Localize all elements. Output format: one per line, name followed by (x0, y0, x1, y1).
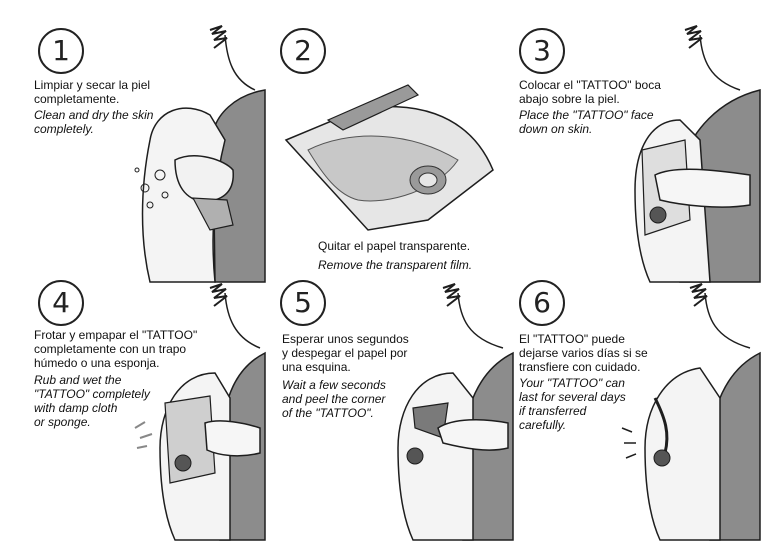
step-number: 4 (38, 280, 84, 326)
step-5-panel: 5 Esperar unos segundos y despegar el pa… (268, 278, 514, 541)
step-number: 5 (280, 280, 326, 326)
place-tattoo-illustration (634, 25, 761, 283)
step-text-es: Quitar el papel transparente. (318, 239, 471, 253)
step-1-panel: 1 Limpiar y secar la piel completamente.… (20, 20, 266, 283)
step-text-en: Wait a few seconds and peel the corner o… (282, 378, 386, 420)
step-text-es: El "TATTOO" puede dejarse varios días si… (519, 332, 648, 374)
step-text-en: Remove the transparent film. (318, 258, 473, 272)
step-text-es: Colocar el "TATTOO" boca abajo sobre la … (519, 78, 661, 106)
remove-film-illustration (284, 84, 494, 231)
step-text-en: Rub and wet the "TATTOO" completely with… (34, 373, 150, 429)
step-text-es: Frotar y empapar el "TATTOO" completamen… (34, 328, 198, 370)
step-3-panel: 3 Colocar el "TATTOO" boca abajo sobre l… (515, 20, 761, 283)
step-number: 2 (280, 28, 326, 74)
step-text-en: Your "TATTOO" can last for several days … (519, 376, 626, 432)
step-text-es: Esperar unos segundos y despegar el pape… (282, 332, 409, 374)
step-2-panel: 2 Quitar el papel transparente. Remove t… (268, 20, 513, 282)
wet-tattoo-illustration (134, 283, 266, 541)
step-number: 6 (519, 280, 565, 326)
step-text-en: Place the "TATTOO" face down on skin. (519, 108, 654, 136)
step-text-en: Clean and dry the skin completely. (34, 108, 154, 136)
peel-corner-illustration (397, 283, 514, 541)
finished-tattoo-illustration (621, 283, 761, 541)
step-6-panel: 6 El "TATTOO" puede dejarse varios días … (515, 278, 761, 541)
clean-skin-illustration (134, 25, 266, 283)
step-number: 3 (519, 28, 565, 74)
step-number: 1 (38, 28, 84, 74)
step-text-es: Limpiar y secar la piel completamente. (34, 78, 151, 106)
step-4-panel: 4 Frotar y empapar el "TATTOO" completam… (20, 278, 266, 541)
